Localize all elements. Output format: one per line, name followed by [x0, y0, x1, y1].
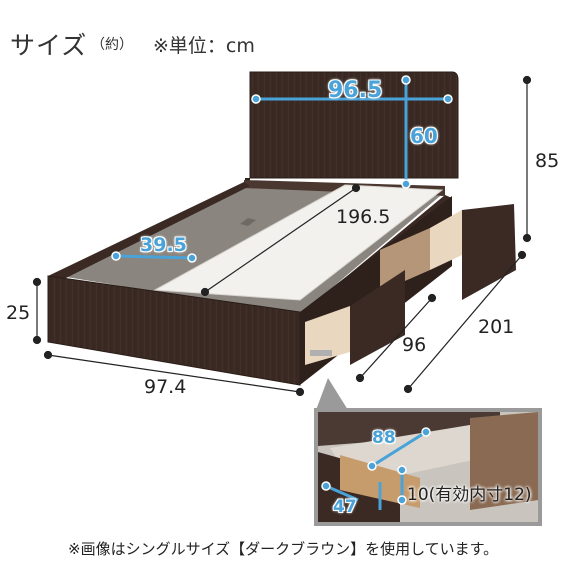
frame-width-label: 97.4 [144, 376, 187, 398]
inset-height-label: 10(有効内寸12) [407, 485, 532, 505]
total-length-label: 201 [478, 316, 515, 338]
drawer-back [380, 204, 516, 300]
storage-width-label: 39.5 [140, 234, 187, 256]
unit-label: ※単位：cm [153, 35, 255, 57]
size-title: サイズ [10, 31, 88, 60]
inset-dimension-lines [321, 427, 431, 505]
total-height-label: 85 [535, 150, 560, 172]
inset-width-label: 88 [372, 428, 396, 448]
dimension-lines [32, 75, 532, 397]
headboard-width-label: 96.5 [328, 78, 383, 103]
highlight-dimension-lines [111, 75, 453, 263]
center-board [153, 184, 444, 301]
inset-pointer [316, 378, 348, 410]
footnote: ※画像はシングルサイズ【ダークブラウン】を使用しています。 [68, 540, 499, 558]
drawer-depth-label: 96 [402, 334, 427, 356]
approx-label: （約） [91, 37, 133, 53]
inset-depth-label: 47 [333, 497, 357, 517]
frame-height-label: 25 [6, 302, 31, 324]
inset-photo [314, 408, 542, 526]
bed-length-label: 196.5 [336, 206, 391, 228]
drawer-front [305, 270, 405, 365]
headboard-height-label: 60 [410, 124, 438, 148]
